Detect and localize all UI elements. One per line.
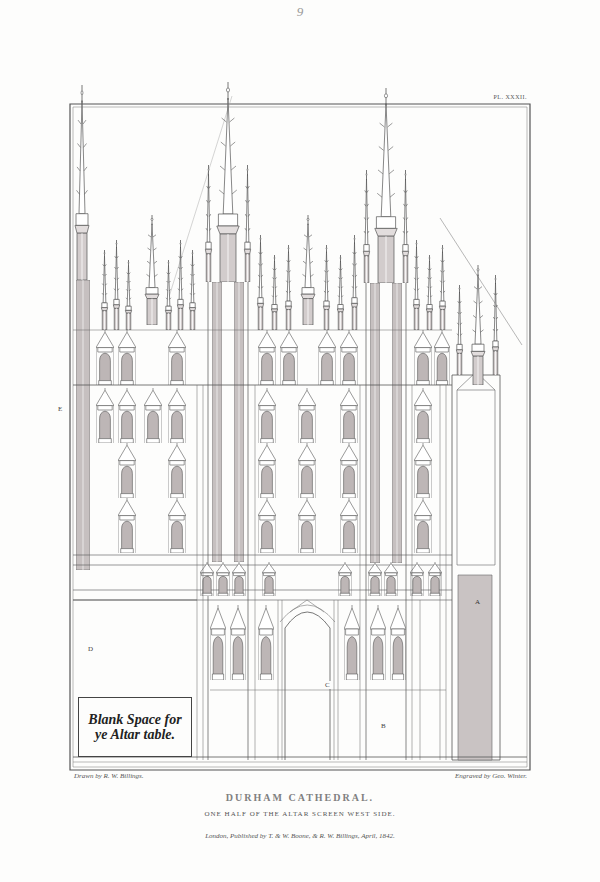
reference-letter: C [324, 681, 331, 689]
draughtsman-credit: Drawn by R. W. Billings. [74, 772, 144, 780]
reference-letter: E [58, 405, 62, 413]
plate-title: DURHAM CATHEDRAL. [226, 792, 374, 803]
reference-letter: B [380, 722, 387, 730]
reference-letter: D [88, 645, 93, 653]
reference-letter: A [474, 598, 481, 606]
publication-line: London, Published by T. & W. Boone, & R.… [205, 832, 395, 840]
plate-caption: ONE HALF OF THE ALTAR SCREEN WEST SIDE. [204, 810, 395, 818]
box-note: Blank Space for ye Altar table. [83, 712, 187, 743]
engraver-credit: Engraved by Geo. Winter. [455, 772, 527, 780]
pencil-number: 9 [297, 4, 304, 20]
blank-space-box: Blank Space for ye Altar table. [78, 697, 192, 757]
plate-number: PL. XXXII. [494, 94, 528, 100]
